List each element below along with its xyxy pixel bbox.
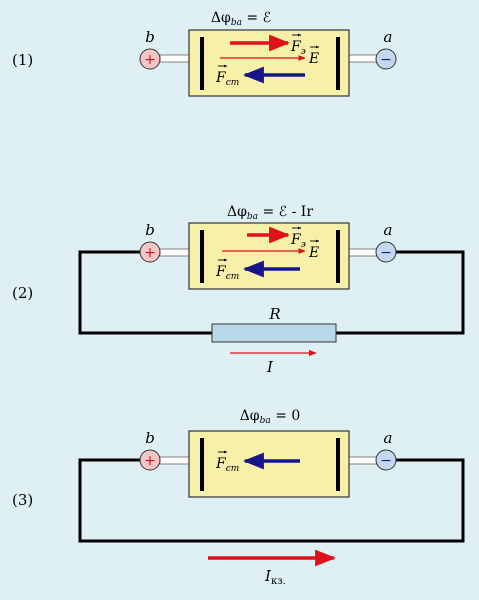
negative-terminal (375, 48, 397, 70)
current-source-box (188, 222, 350, 290)
panel-1: (1) Δφba = ℰ Fэ E Fст + − b a (12, 10, 397, 97)
lead-a (346, 54, 378, 63)
terminal-b-label: b (145, 221, 155, 239)
minus-sign: − (380, 245, 392, 261)
resistor-label: R (268, 305, 280, 323)
terminal-a-label: a (384, 429, 393, 447)
lead-b (159, 456, 191, 465)
current-label: I (266, 358, 274, 376)
plus-sign: + (144, 245, 156, 261)
lead-b (159, 248, 191, 257)
positive-terminal (139, 241, 161, 263)
short-circuit-current-label: Iкз. (264, 567, 286, 587)
terminal-b-label: b (145, 28, 155, 46)
external-force-label: Fэ (290, 39, 306, 57)
minus-sign: − (380, 52, 392, 68)
plus-sign: + (144, 453, 156, 469)
positive-terminal (139, 48, 161, 70)
positive-terminal (139, 449, 161, 471)
field-label: E (308, 51, 319, 67)
coulomb-force-label: Fст (215, 264, 239, 282)
terminal-a-label: a (384, 221, 393, 239)
resistor (211, 323, 337, 343)
potential-difference-formula: Δφba = 0 (240, 408, 301, 426)
coulomb-force-label: Fст (215, 456, 239, 474)
current-source-box (188, 29, 350, 97)
coulomb-force-label: Fст (215, 70, 239, 88)
field-label: E (308, 245, 319, 261)
wire-right (336, 250, 465, 335)
terminal-a-label: a (384, 28, 393, 46)
wire-left (78, 250, 212, 335)
lead-a (346, 248, 378, 257)
negative-terminal (375, 449, 397, 471)
panel-2: (2) Δφba = ℰ - Ir R I Fэ E Fст + − b a (12, 204, 465, 376)
minus-sign: − (380, 453, 392, 469)
potential-difference-formula: Δφba = ℰ (211, 10, 271, 28)
lead-a (346, 456, 378, 465)
panel-3: (3) Δφba = 0 Iкз. Fст + − b a (12, 408, 465, 587)
lead-b (159, 54, 191, 63)
terminal-b-label: b (145, 429, 155, 447)
plus-sign: + (144, 52, 156, 68)
potential-difference-formula: Δφba = ℰ - Ir (227, 204, 313, 222)
negative-terminal (375, 241, 397, 263)
panel-label: (1) (12, 51, 33, 69)
current-source-box (188, 430, 350, 498)
short-circuit-wire (78, 458, 465, 543)
panel-label: (2) (12, 284, 33, 302)
panel-label: (3) (12, 491, 33, 509)
external-force-label: Fэ (290, 232, 306, 250)
